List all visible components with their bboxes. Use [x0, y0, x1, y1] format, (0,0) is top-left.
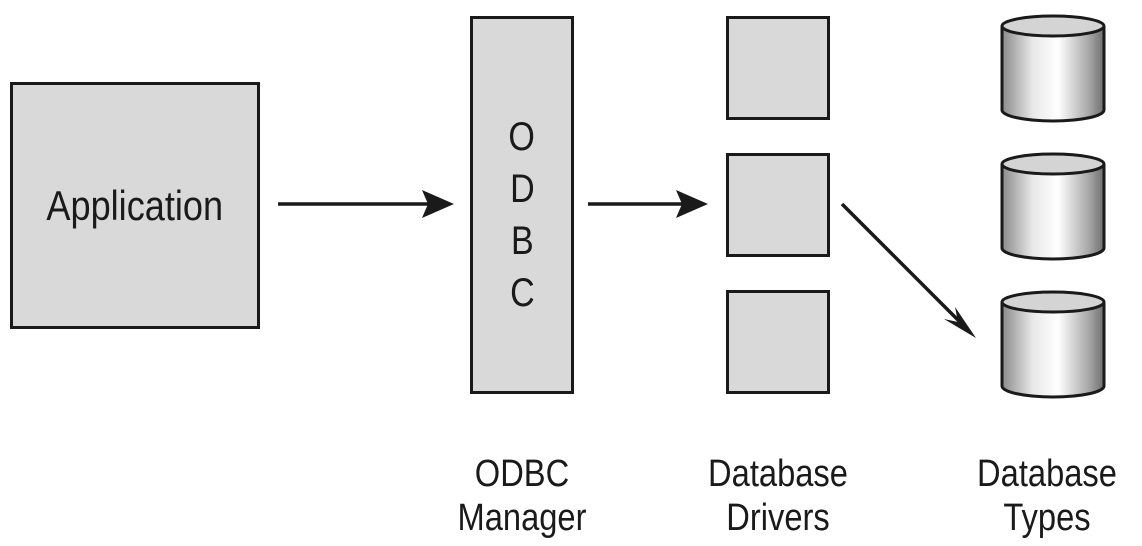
- caption-line: Types: [1003, 497, 1091, 539]
- database-cylinder-icon: [1000, 152, 1106, 261]
- database-drivers-caption: Database Drivers: [683, 452, 872, 540]
- caption-line: Database: [977, 453, 1117, 495]
- arrow-application-to-odbc: [278, 190, 454, 218]
- database-driver-box: [726, 153, 830, 257]
- arrow-driver-to-database: [840, 202, 976, 338]
- odbc-letter: C: [509, 271, 535, 315]
- odbc-letter: D: [509, 167, 535, 211]
- application-box: Application: [10, 82, 260, 329]
- caption-line: Database: [708, 453, 848, 495]
- arrow-odbc-to-driver: [588, 190, 708, 218]
- odbc-manager-caption: ODBC Manager: [436, 452, 608, 540]
- database-driver-box: [726, 16, 830, 120]
- caption-line: Drivers: [726, 497, 830, 539]
- application-label: Application: [46, 181, 224, 229]
- database-types-caption: Database Types: [965, 452, 1128, 540]
- caption-line: Manager: [457, 497, 587, 539]
- database-cylinder-icon: [1000, 14, 1106, 123]
- odbc-letter: B: [510, 219, 534, 263]
- odbc-letters: O D B C: [506, 111, 537, 319]
- database-driver-box: [726, 290, 830, 394]
- odbc-manager-box: O D B C: [470, 16, 574, 394]
- database-cylinder-icon: [1000, 290, 1106, 399]
- odbc-letter: O: [508, 115, 536, 159]
- caption-line: ODBC: [474, 453, 570, 495]
